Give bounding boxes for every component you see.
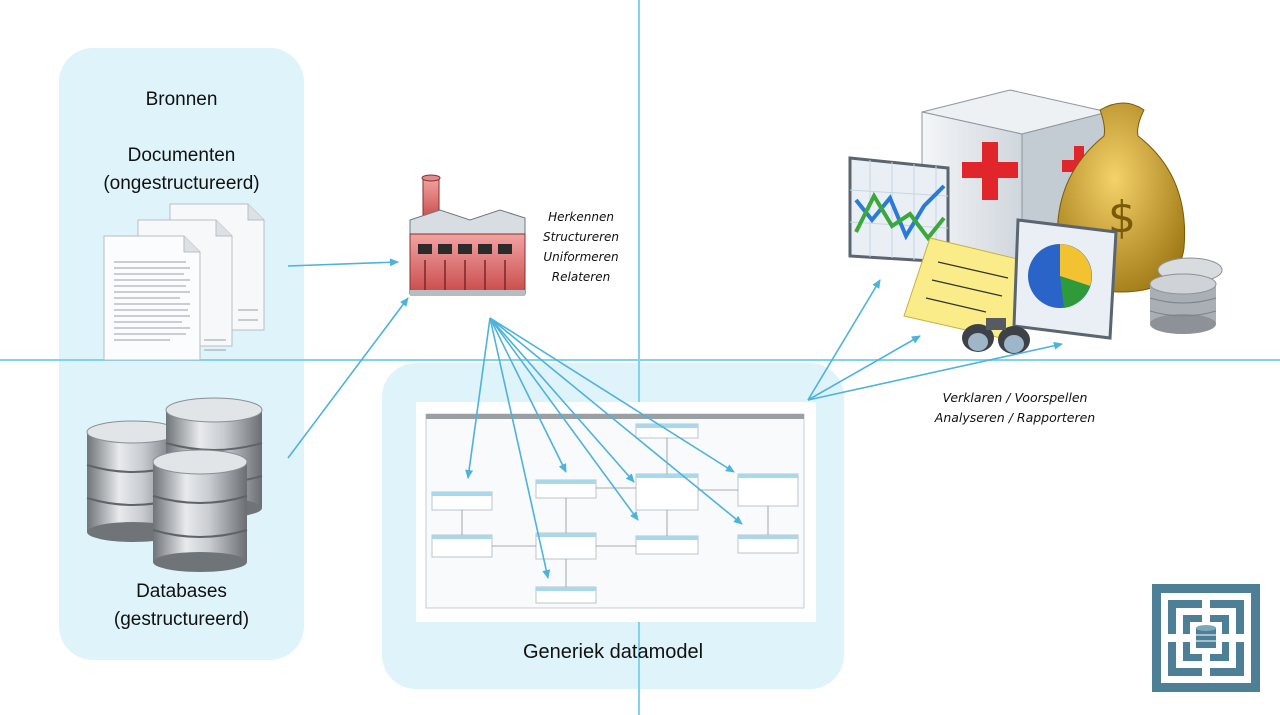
documents-label: Documenten xyxy=(127,145,236,166)
arrow-databases-to-factory xyxy=(287,297,409,459)
arrow-datamodel-to-analytics-2 xyxy=(807,335,921,401)
arrow-factory-to-table-4 xyxy=(489,317,639,521)
datamodel-image xyxy=(416,402,816,622)
arrow-factory-to-table-5 xyxy=(489,317,635,483)
notes-icon xyxy=(903,237,1031,341)
arrow-factory-to-table-2 xyxy=(489,317,551,579)
step-herkennen: Herkennen xyxy=(548,210,614,224)
horizontal-guide-line xyxy=(0,359,1280,361)
datamodel-label: Generiek datamodel xyxy=(522,641,704,663)
arrow-factory-to-table-1 xyxy=(465,317,491,479)
databases-icon xyxy=(86,397,263,572)
coins-icon xyxy=(1149,257,1223,334)
arrow-datamodel-to-analytics-3 xyxy=(807,341,1063,401)
outputs-line-1: Verklaren / Voorspellen xyxy=(942,390,1088,405)
database-cylinder-front xyxy=(152,449,248,572)
arrow-factory-to-table-7 xyxy=(489,317,743,525)
analytics-icon: $ xyxy=(848,89,1223,354)
company-logo xyxy=(1152,584,1260,692)
vertical-guide-line xyxy=(638,0,640,715)
document-text-lines xyxy=(114,261,258,351)
binoculars-icon xyxy=(962,318,1030,354)
pie-chart-icon xyxy=(1012,218,1118,340)
documents-sublabel: (ongestructureerd) xyxy=(103,173,260,194)
step-relateren: Relateren xyxy=(551,270,611,284)
databases-label: Databases xyxy=(136,581,227,602)
factory-icon xyxy=(409,174,526,296)
documents-icon xyxy=(103,203,265,361)
line-chart-icon xyxy=(848,156,950,264)
outputs-line-2: Analyseren / Rapporteren xyxy=(934,410,1096,425)
databases-sublabel: (gestructureerd) xyxy=(113,609,250,630)
arrow-factory-to-table-3 xyxy=(489,317,567,473)
arrow-factory-to-table-6 xyxy=(489,317,735,473)
arrow-documents-to-factory xyxy=(287,258,399,267)
step-uniformeren: Uniformeren xyxy=(543,250,619,264)
sources-title: Bronnen xyxy=(145,89,218,110)
outputs-text: Verklaren / Voorspellen Analyseren / Rap… xyxy=(915,388,1115,428)
arrow-datamodel-to-analytics-1 xyxy=(807,279,881,401)
logo-database-icon xyxy=(1196,625,1216,648)
factory-steps: Herkennen Structureren Uniformeren Relat… xyxy=(526,207,636,287)
step-structureren: Structureren xyxy=(542,230,619,244)
